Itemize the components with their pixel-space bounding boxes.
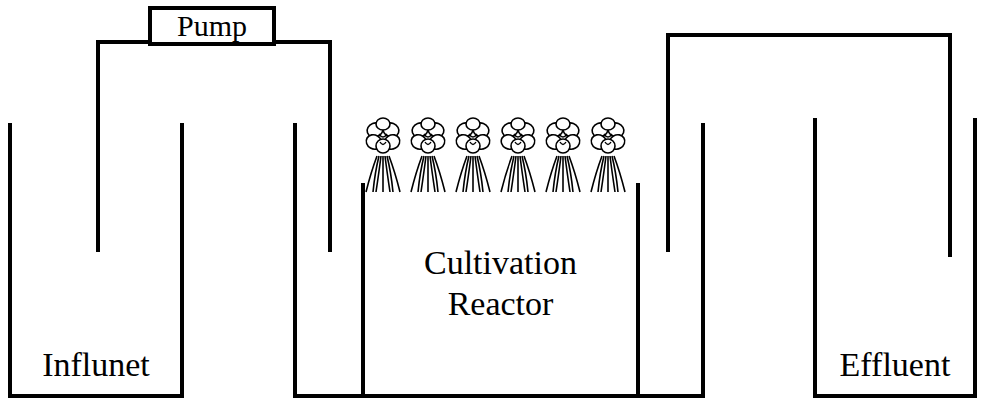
petal	[376, 139, 390, 153]
petal	[466, 118, 480, 130]
root	[567, 156, 573, 192]
petal	[376, 118, 390, 130]
petal	[511, 139, 525, 153]
root	[614, 156, 625, 192]
petal	[556, 139, 570, 153]
tube	[98, 42, 148, 125]
cultivation-reactor: Cultivation Reactor	[295, 125, 703, 398]
plant	[589, 118, 628, 192]
tube-end	[948, 120, 952, 255]
tube	[668, 35, 950, 125]
root	[612, 156, 618, 192]
root	[479, 156, 490, 192]
tank-wall	[10, 125, 182, 396]
root	[569, 156, 580, 192]
plant	[544, 118, 583, 192]
root	[382, 156, 384, 192]
petal	[601, 139, 615, 153]
node-label: Cultivation Reactor	[373, 243, 628, 325]
petal	[556, 118, 570, 130]
root	[432, 156, 438, 192]
leaf-vein	[514, 134, 522, 145]
root	[511, 156, 516, 192]
effluent-tank: Effluent	[815, 120, 975, 398]
tank-wall	[815, 120, 975, 396]
root	[517, 156, 519, 192]
petal	[421, 118, 435, 130]
plant	[454, 118, 493, 192]
root	[524, 156, 535, 192]
plant	[364, 118, 403, 192]
plant	[409, 118, 448, 192]
plants	[364, 118, 628, 192]
root	[601, 156, 606, 192]
root	[466, 156, 471, 192]
petal	[511, 118, 525, 130]
plant	[499, 118, 538, 192]
tube-end	[666, 125, 670, 250]
tank-wall	[295, 125, 703, 396]
root	[427, 156, 429, 192]
node-label: Effluent	[815, 345, 975, 386]
petal	[466, 139, 480, 153]
tube	[276, 42, 330, 125]
petal	[421, 139, 435, 153]
root	[556, 156, 561, 192]
node-label: Pump	[177, 10, 247, 42]
petal	[601, 118, 615, 130]
root	[477, 156, 483, 192]
root	[522, 156, 528, 192]
leaf-vein	[379, 134, 387, 145]
root	[562, 156, 564, 192]
leaf-vein	[424, 134, 432, 145]
root	[434, 156, 445, 192]
root	[607, 156, 609, 192]
influent-tank: Influnet	[10, 125, 182, 398]
pump-box: Pump	[148, 6, 276, 46]
root	[472, 156, 474, 192]
leaf-vein	[604, 134, 612, 145]
tube-end	[328, 125, 332, 250]
leaf-vein	[559, 134, 567, 145]
root	[389, 156, 400, 192]
root	[421, 156, 426, 192]
root	[387, 156, 393, 192]
tube-end	[96, 125, 100, 250]
leaf-vein	[469, 134, 477, 145]
node-label: Influnet	[10, 345, 182, 386]
root	[376, 156, 381, 192]
